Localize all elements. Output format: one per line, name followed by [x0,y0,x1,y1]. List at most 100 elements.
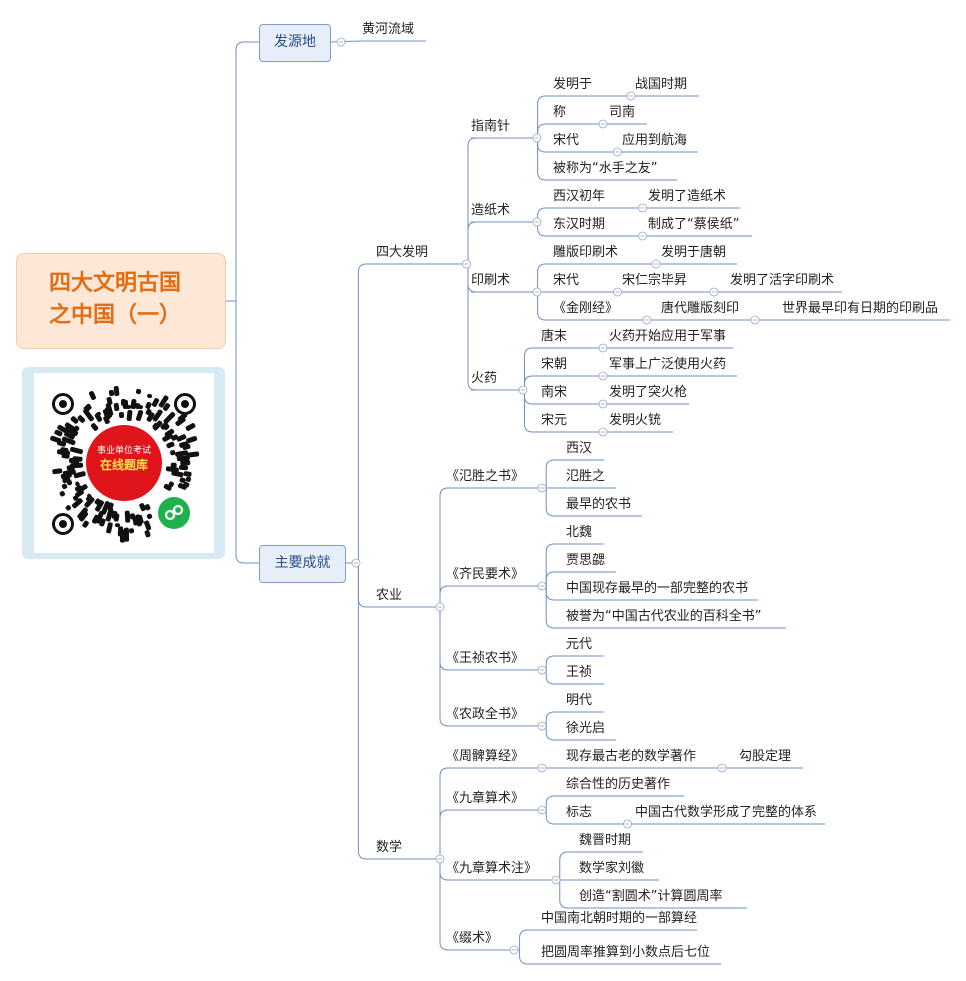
topic-sinan[interactable]: 司南 [609,105,636,120]
topic-zhxls[interactable]: 综合性的历史著作 [566,777,671,792]
topic-znz[interactable]: 指南针 [471,119,511,134]
topic-xhcn[interactable]: 西汉初年 [553,189,606,204]
topic-biaozhi[interactable]: 标志 [566,805,593,820]
qr-finder-eye [174,393,196,415]
branch-link [430,487,449,608]
topic-songyuan[interactable]: 宋元 [541,413,568,428]
branch-link [530,571,566,587]
topic-nongye[interactable]: 农业 [376,588,403,603]
topic-wzns[interactable]: 《王祯农书》 [446,651,525,666]
topic-qmys[interactable]: 《齐民要术》 [446,567,525,582]
root-topic[interactable]: 四大文明古国 之中国（一） [16,253,226,349]
qr-module [185,476,192,483]
topic-fsz[interactable]: 氾胜之 [566,469,606,484]
topic-beiwei[interactable]: 北魏 [566,525,593,540]
topic-jzssz[interactable]: 《九章算术注》 [446,861,538,876]
topic-songdai1[interactable]: 宋代 [553,133,580,148]
topic-jssgf[interactable]: 军事上广泛使用火药 [609,357,727,372]
topic-bcw[interactable]: 被称为“水手之友” [553,161,658,176]
topic-srzbs[interactable]: 宋仁宗毕昇 [622,273,688,288]
qr-module [168,480,175,488]
topic-jgj[interactable]: 《金刚经》 [553,301,619,316]
topic-zhuyao[interactable]: 主要成就 [259,545,346,583]
qr-module [108,390,115,397]
qr-code-image: 事业单位考试 在线题库 [22,367,225,559]
topic-mingdai[interactable]: 明代 [566,693,593,708]
topic-zzdns[interactable]: 最早的农书 [566,497,632,512]
qr-module [105,521,114,534]
topic-shuxue[interactable]: 数学 [376,840,403,855]
topic-zgsq[interactable]: 战国时期 [635,77,688,92]
topic-zggdsx[interactable]: 中国古代数学形成了完整的体系 [635,805,818,820]
branch-link [530,669,566,685]
topic-nzqs[interactable]: 《农政全书》 [446,707,525,722]
topic-fmhzys[interactable]: 发明了活字印刷术 [730,273,835,288]
topic-fayuan[interactable]: 发源地 [259,24,331,62]
topic-nansong[interactable]: 南宋 [541,385,568,400]
topic-huoyao[interactable]: 火药 [471,371,498,386]
topic-jzss[interactable]: 《九章算术》 [446,791,525,806]
topic-huanghe[interactable]: 黄河流域 [362,22,415,37]
topic-bywzg[interactable]: 被誉为“中国古代农业的百科全书” [566,609,762,624]
topic-fmlzzs[interactable]: 发明了造纸术 [648,189,727,204]
qr-module [88,390,97,401]
topic-xihan[interactable]: 西汉 [566,441,593,456]
topic-dhsq[interactable]: 东汉时期 [553,217,606,232]
topic-cheng[interactable]: 称 [553,105,567,120]
branch-link [544,879,579,909]
topic-bywzl[interactable]: 把圆周率推算到小数点后七位 [541,945,711,960]
qr-module [128,528,135,534]
topic-jsx[interactable]: 贾思勰 [566,553,606,568]
topic-dbyss[interactable]: 雕版印刷术 [553,245,619,260]
qr-module [94,412,103,424]
qr-module [178,465,189,471]
qr-module [184,422,196,432]
topic-sida[interactable]: 四大发明 [376,245,429,260]
topic-hykeys[interactable]: 火药开始应用于军事 [609,329,727,344]
topic-songdai2[interactable]: 宋代 [553,273,580,288]
topic-zhuishu[interactable]: 《缀术》 [446,931,499,946]
branch-link [328,40,363,43]
root-link [226,41,259,302]
topic-zgxc[interactable]: 中国现存最早的一部完整的农书 [566,581,749,596]
topic-xgq[interactable]: 徐光启 [566,721,606,736]
topic-yss[interactable]: 印刷术 [471,273,511,288]
topic-zgnbc[interactable]: 中国南北朝时期的一部算经 [541,911,698,926]
topic-fszs[interactable]: 《氾胜之书》 [446,469,525,484]
topic-xcgl[interactable]: 现存最古老的数学著作 [566,749,697,764]
topic-fmytc[interactable]: 发明于唐朝 [661,245,727,260]
topic-zzs[interactable]: 造纸术 [471,203,511,218]
branch-link [530,809,566,825]
topic-sjzz[interactable]: 世界最早印有日期的印刷品 [782,301,939,316]
topic-fmhc[interactable]: 发明火铳 [609,413,662,428]
topic-ggdl[interactable]: 勾股定理 [739,749,792,764]
topic-wjsq[interactable]: 魏晋时期 [579,833,632,848]
qr-module [58,490,66,498]
qr-module [130,398,137,410]
topic-tddby[interactable]: 唐代雕版刻印 [661,301,740,316]
branch-link [430,767,449,860]
topic-yydhh[interactable]: 应用到航海 [622,133,688,148]
branch-link [530,487,566,517]
branch-link [530,585,566,629]
topic-tangmo[interactable]: 唐末 [541,329,568,344]
qr-module [126,409,133,422]
topic-sxjlh[interactable]: 数学家刘徽 [579,861,645,876]
branch-link [430,606,449,727]
branch-link [530,543,566,587]
topic-fmltq[interactable]: 发明了突火枪 [609,385,688,400]
qr-pattern: 事业单位考试 在线题库 [34,373,214,553]
topic-wangzhen[interactable]: 王祯 [566,665,593,680]
topic-songchao[interactable]: 宋朝 [541,357,568,372]
topic-zcl[interactable]: 制成了“蔡侯纸” [648,217,740,232]
topic-yuandai[interactable]: 元代 [566,637,593,652]
topic-zbsj[interactable]: 《周髀算经》 [446,749,525,764]
topic-czgys[interactable]: 创造“割圆术”计算圆周率 [579,889,723,904]
qr-module [113,513,120,523]
branch-link [502,949,541,965]
qr-module [113,385,120,396]
topic-fmy[interactable]: 发明于 [553,77,593,92]
qr-module [180,460,190,466]
qr-module [69,446,84,455]
